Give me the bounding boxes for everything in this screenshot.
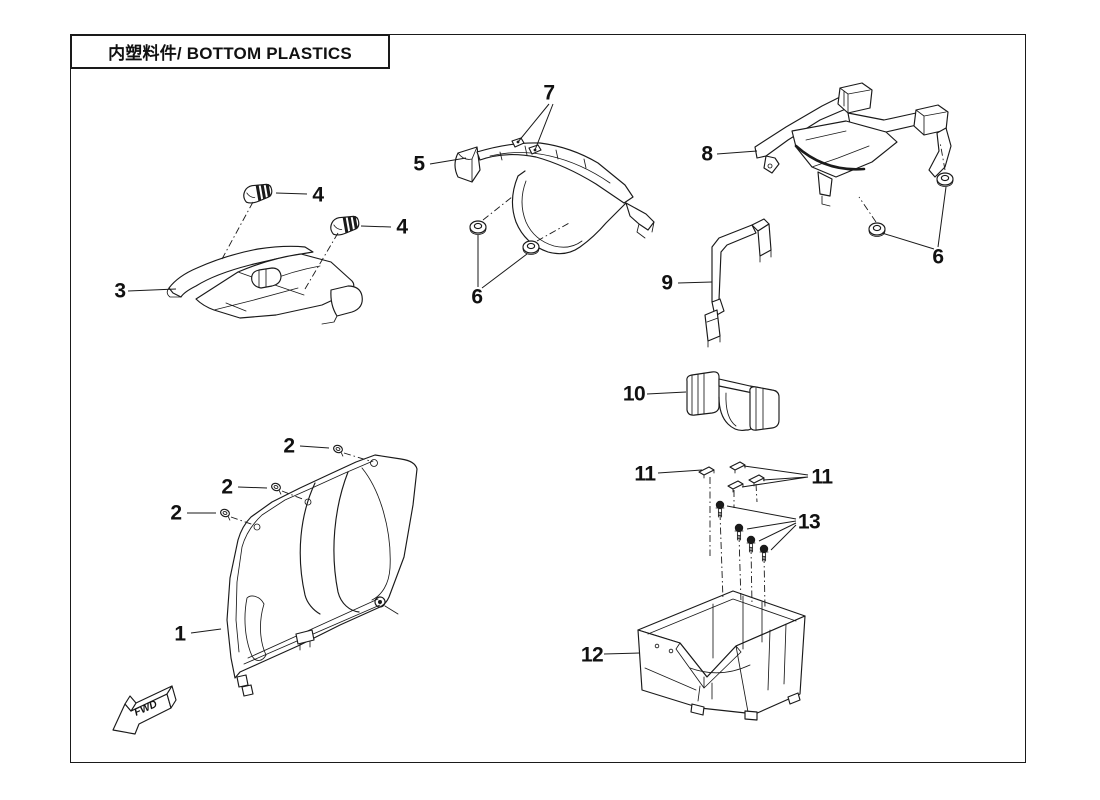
page-border <box>70 34 1026 763</box>
part-label-10: 10 <box>622 382 646 406</box>
part-5-drawing <box>454 137 655 255</box>
part-label-1: 1 <box>174 622 186 646</box>
fwd-direction-arrow: FWD <box>112 685 177 735</box>
part-label-9: 9 <box>661 271 673 295</box>
part-label-5: 5 <box>413 152 425 176</box>
part-4-grommet-left <box>243 183 273 204</box>
part-13-screws <box>715 500 769 562</box>
part-1-drawing <box>226 454 418 697</box>
part-label-8: 8 <box>701 142 713 166</box>
part-label-11-left: 11 <box>634 462 656 486</box>
part-12-drawing <box>637 590 806 721</box>
part-label-4b: 4 <box>396 215 408 239</box>
part-6-grommets-center <box>469 220 540 255</box>
part-6-grommets-right <box>868 172 954 237</box>
part-9-drawing <box>704 218 772 348</box>
part-label-3: 3 <box>114 279 126 303</box>
part-label-6-center: 6 <box>471 285 483 309</box>
part-4-grommet-right <box>330 215 360 236</box>
assembly-axis-lines <box>221 141 946 609</box>
part-10-drawing <box>686 371 780 431</box>
part-label-13: 13 <box>797 510 821 534</box>
part-label-4a: 4 <box>312 183 324 207</box>
part-label-7: 7 <box>543 81 555 105</box>
part-label-12: 12 <box>580 643 604 667</box>
part-2-screws <box>220 444 344 521</box>
part-3-drawing <box>166 245 363 325</box>
diagram-title: 内塑料件/ BOTTOM PLASTICS <box>108 44 352 63</box>
part-label-6-right: 6 <box>932 245 944 269</box>
part-11-clips <box>698 461 765 493</box>
leader-lines <box>127 103 947 655</box>
part-8-drawing <box>754 82 952 207</box>
part-label-2b: 2 <box>221 475 233 499</box>
part-label-11-right: 11 <box>811 465 833 489</box>
diagram-title-box: 内塑料件/ BOTTOM PLASTICS <box>70 34 390 69</box>
part-label-2c: 2 <box>170 501 182 525</box>
part-label-2a: 2 <box>283 434 295 458</box>
